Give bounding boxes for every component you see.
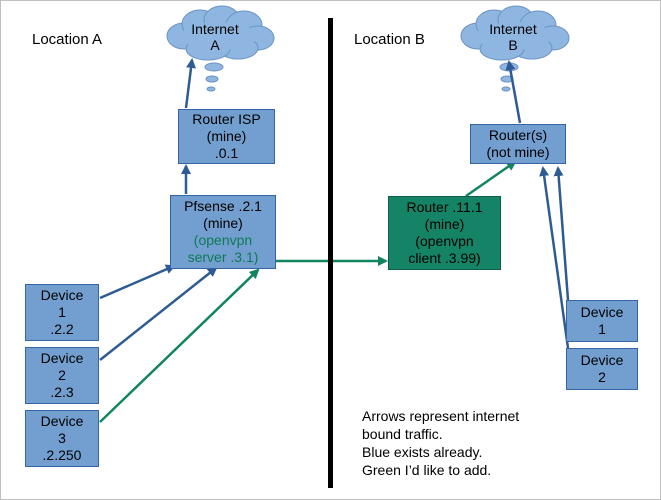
pfsense-line-1: Pfsense .2.1	[184, 198, 262, 214]
device-a1-line-2: 1	[58, 304, 66, 320]
device-b2-line-2: 2	[598, 369, 606, 385]
routers-b-box: Router(s) (not mine)	[470, 124, 566, 164]
router-isp-line-2: (mine)	[206, 128, 247, 144]
device-a2-line-2: 2	[58, 367, 66, 383]
legend-note-line-3: Blue exists already.	[362, 444, 483, 460]
location-b-label: Location B	[354, 31, 425, 48]
internet-a-line-1: Internet	[191, 21, 239, 37]
arrow-routers-to-internet-b	[505, 60, 522, 124]
router-111-box: Router .11.1 (mine) (openvpn client .3.9…	[388, 196, 501, 270]
location-divider	[328, 18, 333, 488]
internet-a-line-2: A	[210, 37, 220, 53]
router-111-line-4: client .3.99)	[408, 250, 481, 266]
device-b2-box: Device 2	[566, 348, 638, 390]
legend-note-line-1: Arrows represent internet	[362, 408, 520, 424]
routers-b-line-2: (not mine)	[486, 144, 550, 160]
router-111-line-3: (openvpn	[415, 233, 474, 249]
internet-b-line-1: Internet	[489, 21, 537, 37]
pfsense-line-3: (openvpn	[193, 232, 253, 248]
router-111-line-1: Router .11.1	[406, 199, 483, 215]
device-a2-line-1: Device	[40, 350, 84, 366]
pfsense-line-4: server .3.1)	[187, 249, 259, 265]
router-111-line-2: (mine)	[424, 216, 465, 232]
arrow-device1-to-pfsense	[99, 264, 176, 300]
internet-b-cloud-icon	[460, 5, 570, 92]
arrow-b-device1-to-routers	[553, 166, 570, 301]
arrow-router-111-to-routers	[465, 160, 517, 198]
device-a1-line-3: .2.2	[50, 321, 74, 337]
device-b1-line-1: Device	[580, 304, 624, 320]
pfsense-line-2: (mine)	[203, 215, 243, 231]
router-isp-box: Router ISP (mine) .0.1	[178, 109, 275, 164]
device-a1-box: Device 1 .2.2	[25, 284, 99, 341]
arrow-device3-to-pfsense	[99, 268, 260, 423]
pfsense-box: Pfsense .2.1 (mine) (openvpn server .3.1…	[170, 195, 276, 269]
device-b2-line-1: Device	[580, 352, 624, 368]
routers-b-line-1: Router(s)	[488, 127, 548, 143]
device-a3-box: Device 3 .2.250	[25, 410, 99, 467]
device-a3-line-1: Device	[40, 413, 84, 429]
internet-a-cloud-icon	[166, 5, 275, 92]
device-a2-line-3: .2.3	[50, 384, 74, 400]
device-a3-line-3: .2.250	[42, 447, 82, 463]
device-a1-line-1: Device	[40, 287, 84, 303]
router-isp-line-1: Router ISP	[192, 111, 261, 127]
legend-note-line-4: Green I’d like to add.	[362, 462, 492, 478]
arrow-isp-to-internet-a	[184, 58, 196, 109]
arrow-b-device2-to-routers	[539, 166, 570, 349]
legend-note: Arrows represent internet bound traffic.…	[362, 407, 519, 479]
device-a3-line-2: 3	[58, 430, 66, 446]
router-isp-line-3: .0.1	[214, 145, 239, 161]
device-b1-box: Device 1	[566, 300, 638, 342]
legend-note-line-2: bound traffic.	[362, 426, 443, 442]
internet-a-label: Internet A	[182, 21, 248, 53]
device-a2-box: Device 2 .2.3	[25, 347, 99, 404]
internet-b-label: Internet B	[478, 21, 548, 53]
device-b1-line-2: 1	[598, 321, 606, 337]
internet-b-line-2: B	[508, 37, 518, 53]
arrow-device2-to-pfsense	[99, 266, 218, 361]
location-a-label: Location A	[32, 31, 103, 48]
